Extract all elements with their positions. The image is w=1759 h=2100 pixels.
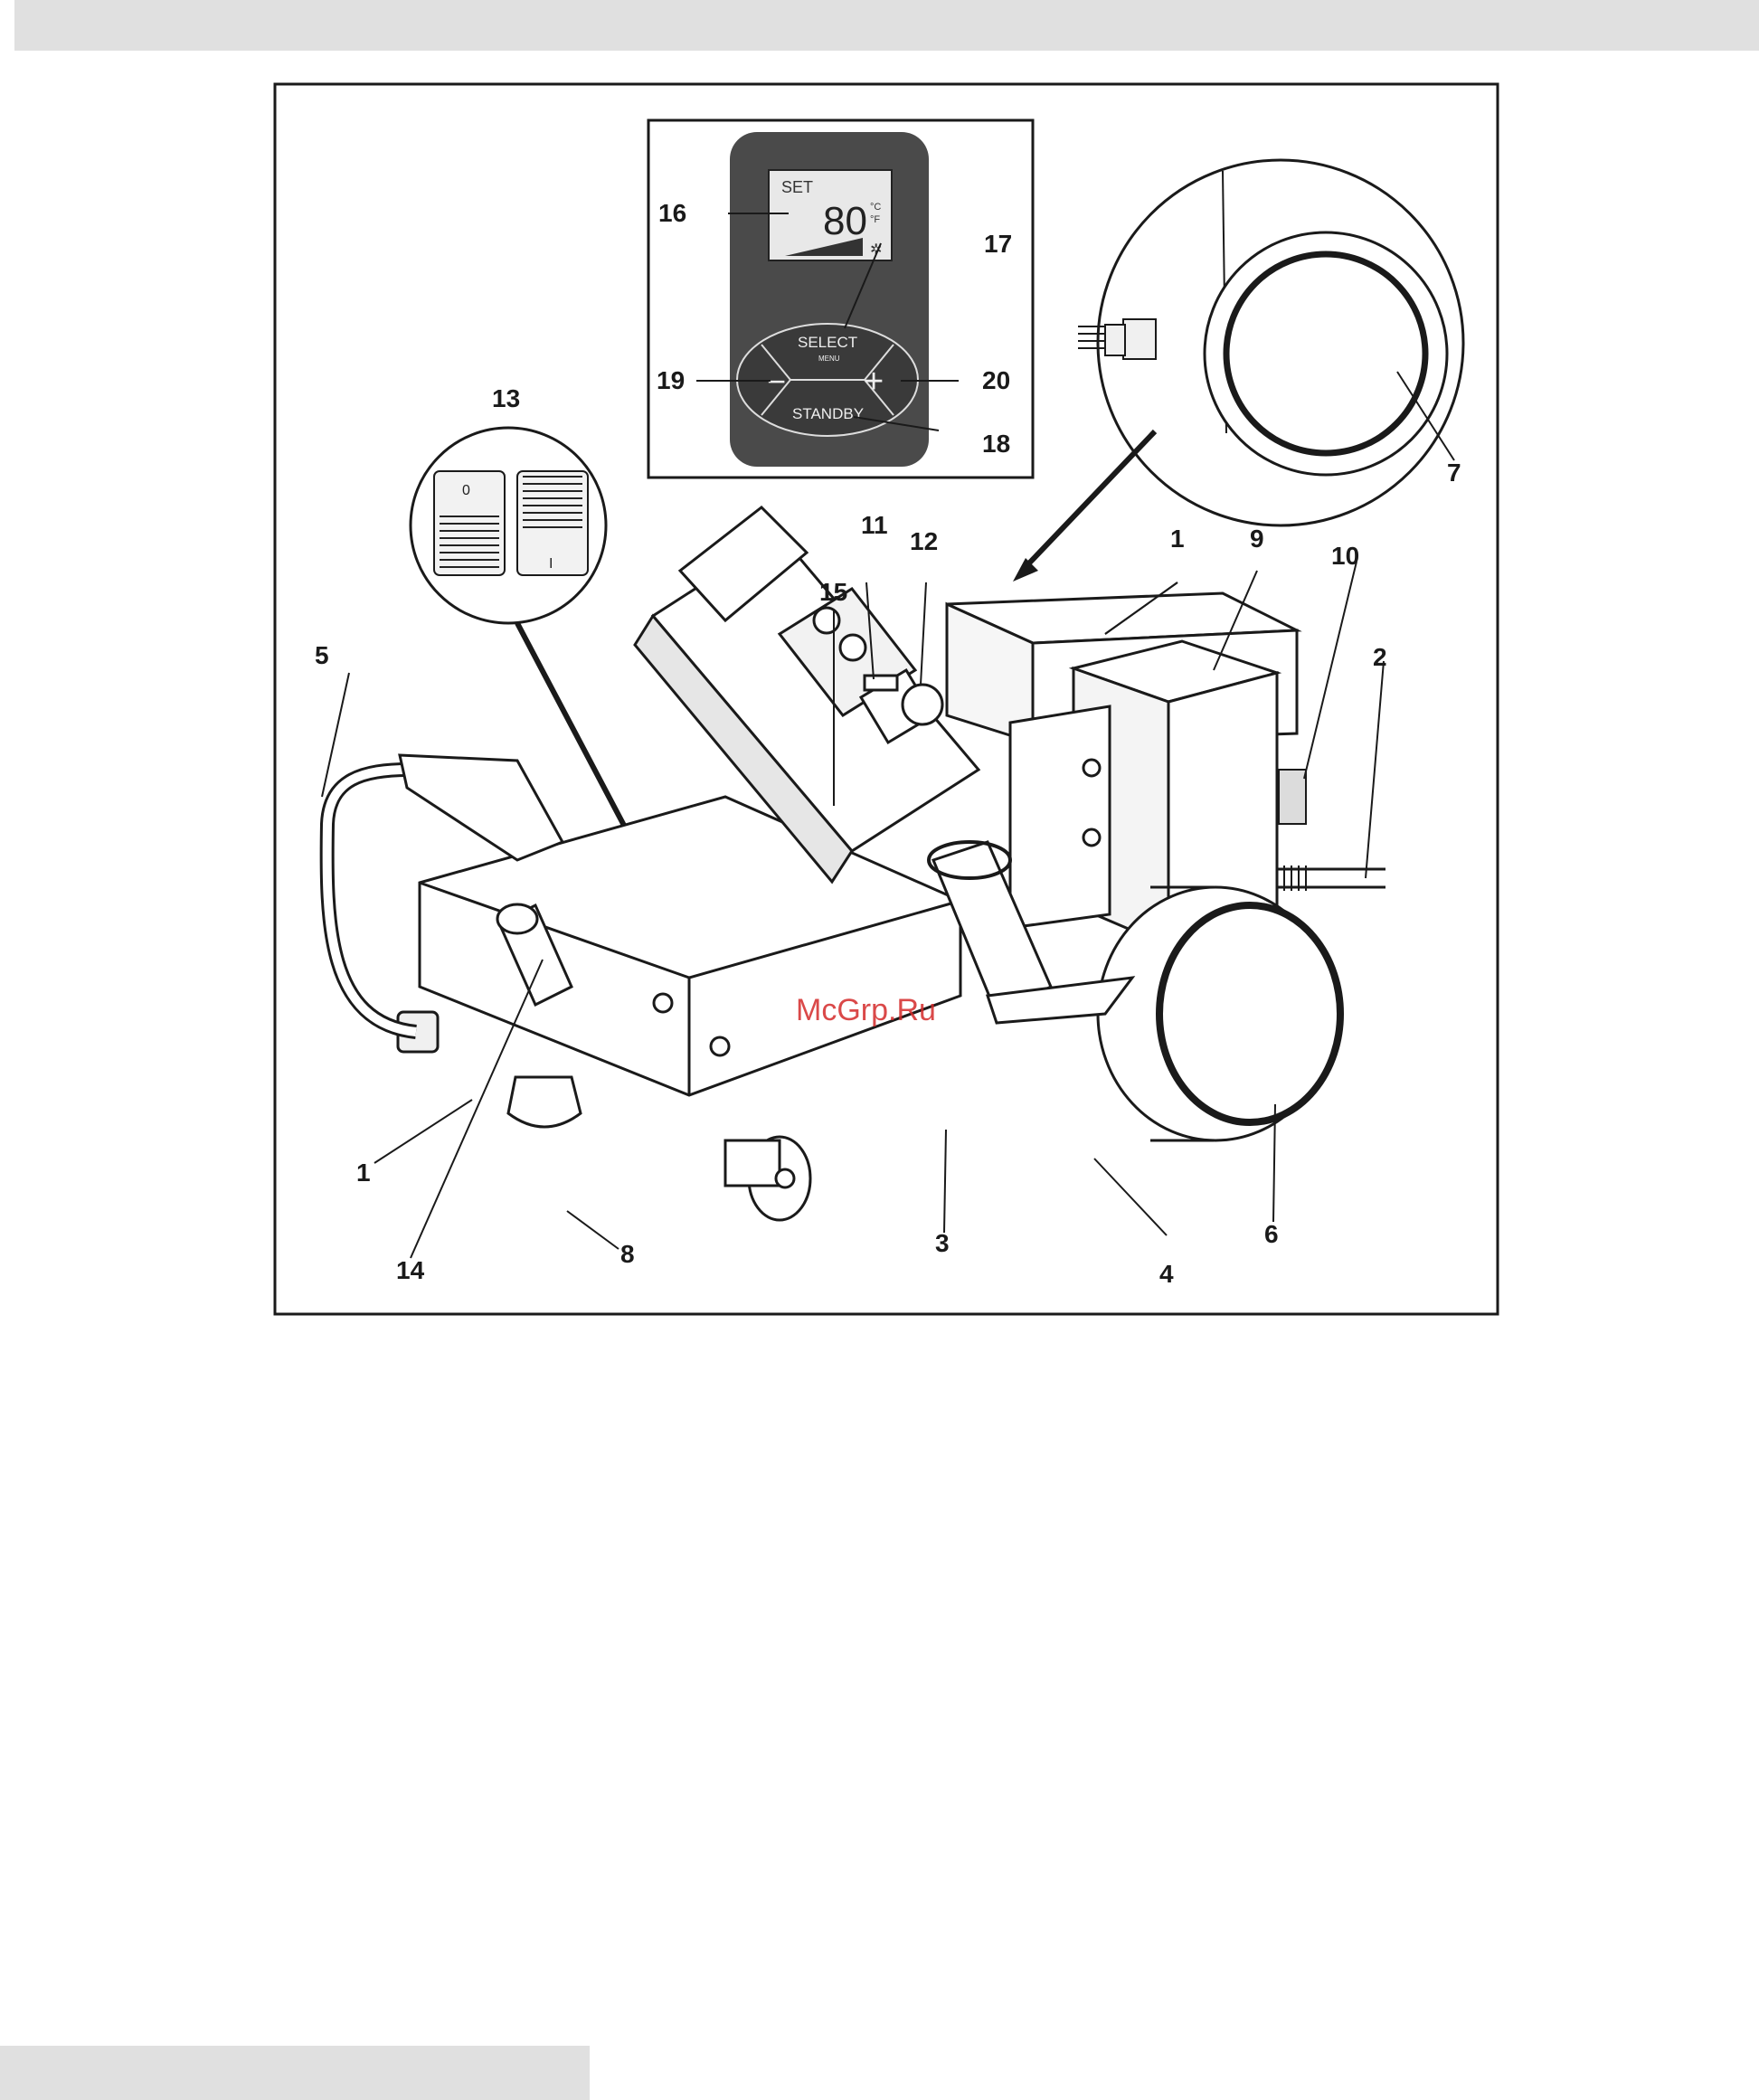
callout-14: 14 bbox=[396, 1258, 424, 1283]
air-hose bbox=[327, 770, 416, 1032]
callout-13: 13 bbox=[492, 386, 520, 411]
callout-1-top: 1 bbox=[1170, 526, 1185, 552]
callout-4: 4 bbox=[1159, 1262, 1174, 1287]
lcd-unit-f: °F bbox=[870, 214, 880, 225]
switch-label-on: I bbox=[549, 556, 553, 572]
callout-16: 16 bbox=[658, 201, 686, 226]
callout-9: 9 bbox=[1250, 526, 1264, 552]
callout-3: 3 bbox=[935, 1231, 950, 1256]
callout-17: 17 bbox=[984, 232, 1012, 257]
callout-1-left: 1 bbox=[356, 1160, 371, 1186]
zoom-roller-outer bbox=[1205, 232, 1447, 475]
machine-drawing: SET 80 °C °F ✲ SELECT MENU STANDBY − + 0 bbox=[273, 82, 1499, 1316]
select-button-label: SELECT bbox=[798, 334, 857, 351]
footer-bar bbox=[0, 2046, 590, 2100]
callout-12: 12 bbox=[910, 529, 938, 554]
watermark: McGrp.Ru bbox=[796, 993, 936, 1028]
lcd-temperature: 80 bbox=[823, 199, 867, 243]
callout-8: 8 bbox=[620, 1242, 635, 1267]
callout-15: 15 bbox=[819, 580, 847, 605]
blower-switch bbox=[865, 676, 897, 690]
roller-pointer-arrow bbox=[1024, 431, 1155, 569]
plus-button: + bbox=[864, 363, 884, 401]
guide-wheel bbox=[508, 1077, 581, 1127]
callout-20: 20 bbox=[982, 368, 1010, 393]
header-bar bbox=[14, 0, 1759, 51]
callout-11: 11 bbox=[861, 513, 888, 538]
lcd-mode: SET bbox=[781, 178, 813, 196]
callout-10: 10 bbox=[1331, 544, 1359, 569]
callout-5: 5 bbox=[315, 643, 329, 668]
callout-2: 2 bbox=[1373, 645, 1387, 670]
callout-18: 18 bbox=[982, 431, 1010, 457]
welding-machine-figure: SET 80 °C °F ✲ SELECT MENU STANDBY − + 0 bbox=[273, 82, 1499, 1316]
lcd-unit-c: °C bbox=[870, 202, 881, 213]
menu-label: MENU bbox=[818, 355, 840, 363]
callout-7: 7 bbox=[1447, 460, 1461, 486]
temperature-knob bbox=[903, 685, 942, 724]
callout-19: 19 bbox=[657, 368, 685, 393]
switch-label-off: 0 bbox=[462, 483, 470, 498]
standby-button-label: STANDBY bbox=[792, 405, 864, 422]
callout-6: 6 bbox=[1264, 1222, 1279, 1247]
